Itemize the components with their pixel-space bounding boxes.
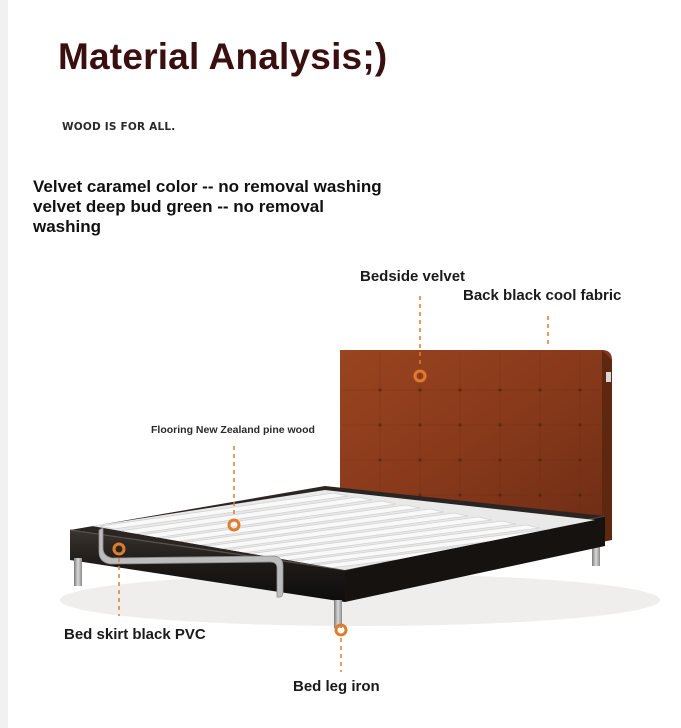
callout-bed-leg: Bed leg iron — [293, 678, 380, 695]
callout-bed-skirt: Bed skirt black PVC — [64, 626, 206, 643]
floor-shadow — [60, 574, 660, 626]
page-title: Material Analysis;) — [58, 36, 388, 77]
side-rail — [98, 527, 284, 598]
page-edge-strip — [0, 0, 8, 728]
callout-bedside-velvet: Bedside velvet — [360, 268, 466, 285]
callout-markers — [112, 369, 427, 637]
callout-flooring: Flooring New Zealand pine wood — [151, 424, 315, 436]
marker-bedside-velvet — [413, 369, 427, 383]
marker-flooring — [227, 518, 241, 532]
callout-leaders — [118, 296, 549, 672]
back-right-leg — [592, 532, 600, 566]
headboard-tag — [606, 372, 611, 382]
marker-bed-skirt — [112, 542, 126, 556]
callout-back-fabric: Back black cool fabric — [463, 287, 622, 304]
material-description: Velvet caramel color -- no removal washi… — [33, 177, 382, 236]
marker-bed-leg — [334, 623, 348, 637]
front-center-leg — [334, 600, 342, 628]
brand-tagline: WOOD IS FOR ALL. — [62, 121, 176, 133]
front-left-leg — [74, 558, 82, 586]
